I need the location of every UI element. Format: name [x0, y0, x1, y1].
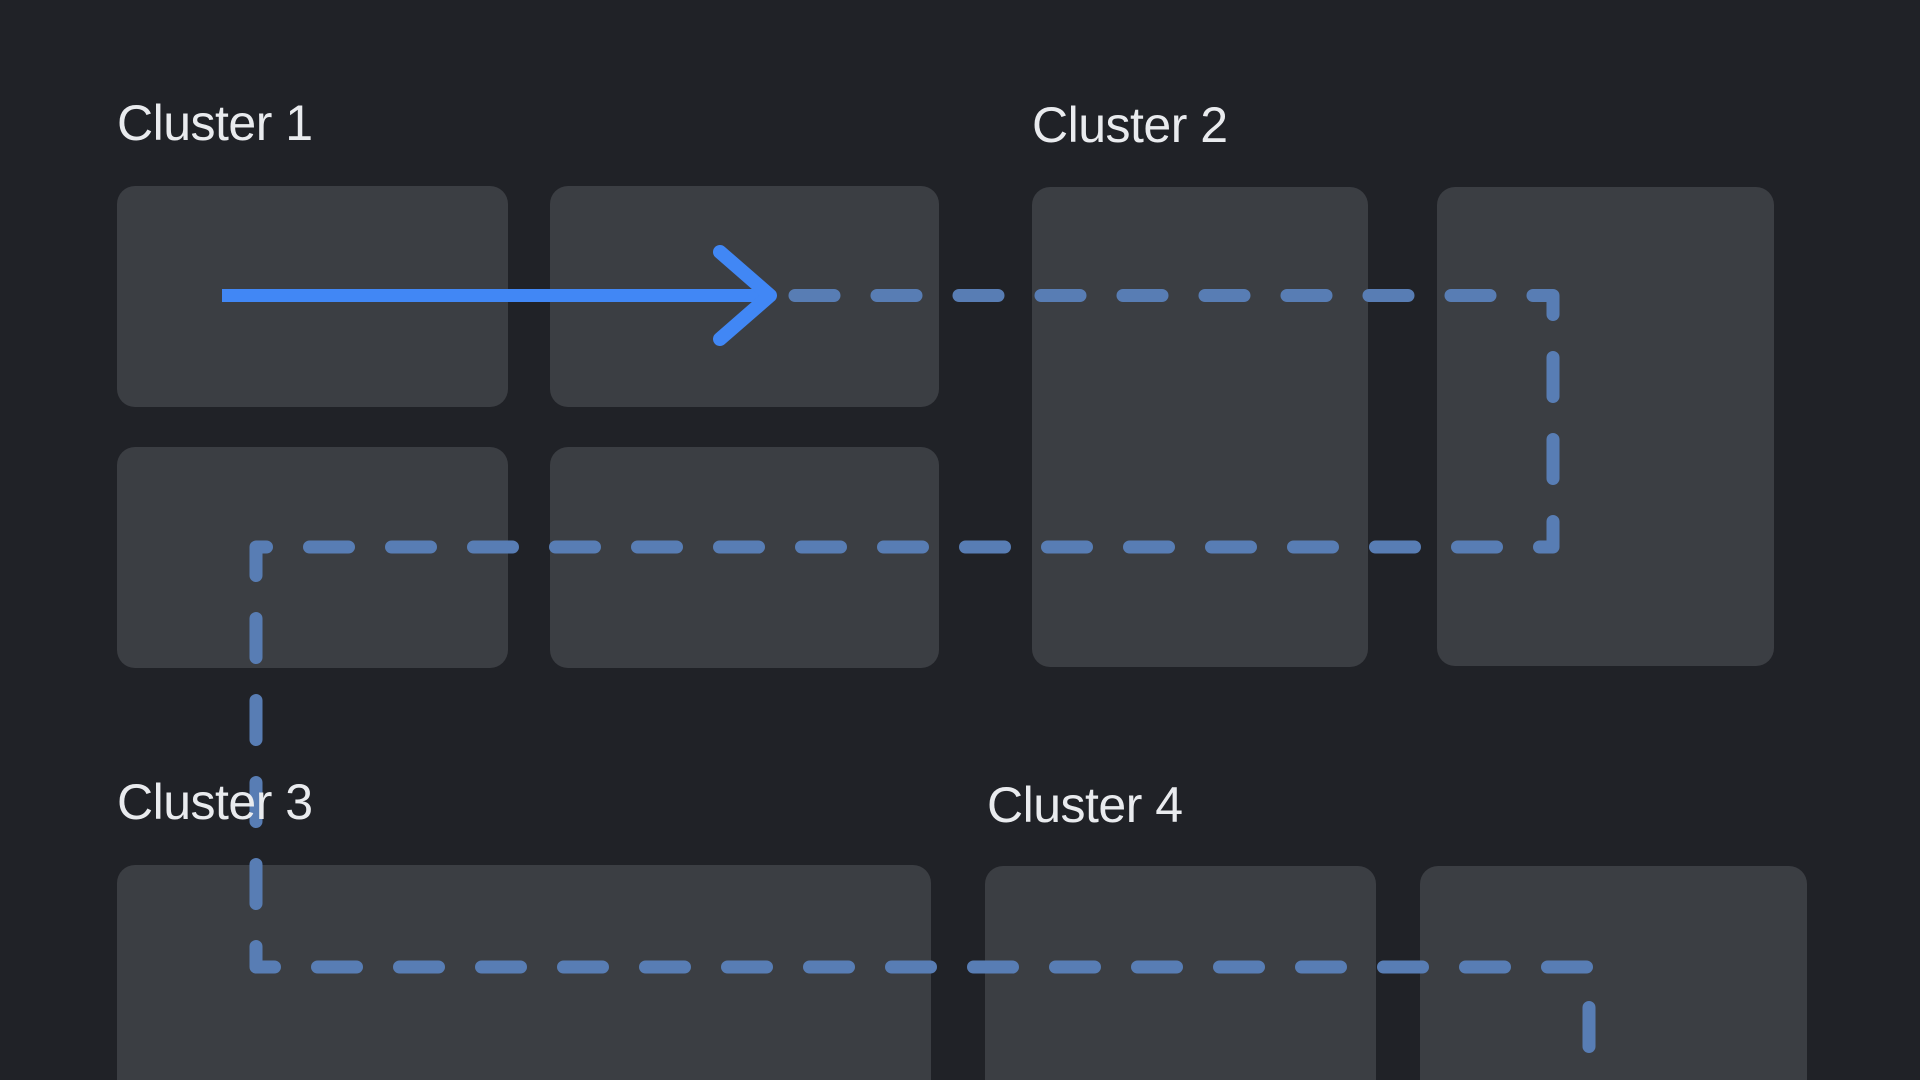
cluster-1-label: Cluster 1 [117, 95, 313, 151]
cluster-1-box-2 [550, 186, 939, 407]
cluster-1-box-1 [117, 186, 508, 407]
cluster-4-box-2 [1420, 866, 1807, 1080]
cluster-3-box-1 [117, 865, 931, 1080]
cluster-3-label: Cluster 3 [117, 774, 313, 830]
cluster-2-box-2 [1437, 187, 1774, 666]
cluster-1-box-3 [117, 447, 508, 668]
cluster-4-box-1 [985, 866, 1376, 1080]
cluster-4-label: Cluster 4 [987, 777, 1183, 833]
cluster-1-box-4 [550, 447, 939, 668]
cluster-2-box-1 [1032, 187, 1368, 667]
cluster-2-label: Cluster 2 [1032, 97, 1228, 153]
